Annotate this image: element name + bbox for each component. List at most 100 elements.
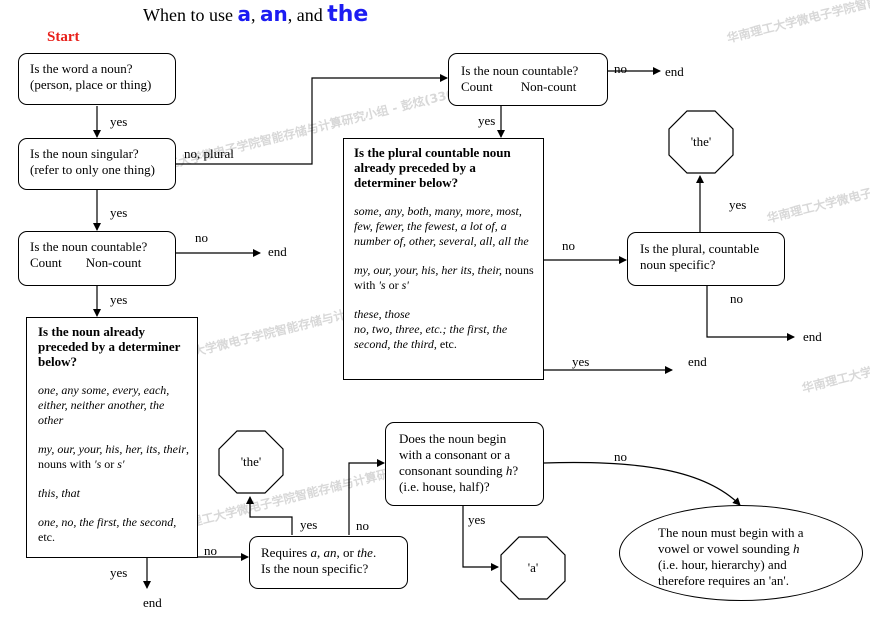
plural-determiner-question-box: Is the plural countable noun already pre… bbox=[343, 138, 544, 380]
determiner-list-2-s2: s' bbox=[117, 457, 125, 471]
determiner-list-4-rest: etc. bbox=[38, 530, 55, 544]
singular-question-line2: (refer to only one thing) bbox=[30, 162, 155, 177]
singular-question-line1: Is the noun singular? bbox=[30, 146, 139, 161]
requires-question-box: Requires a, an, or the. Is the noun spec… bbox=[249, 536, 408, 589]
label-yes: yes bbox=[468, 512, 486, 527]
the-stop-top-label: 'the' bbox=[690, 134, 712, 149]
label-end: end bbox=[665, 64, 684, 79]
label-yes: yes bbox=[110, 114, 128, 129]
label-yes: yes bbox=[572, 354, 590, 369]
singular-question-box: Is the noun singular? (refer to only one… bbox=[18, 138, 176, 190]
label-no: no bbox=[195, 230, 208, 245]
plural-list-1: some, any, both, many, more, most, few, … bbox=[354, 204, 529, 248]
title-an: an bbox=[259, 2, 288, 26]
plural-list-2-s2: s' bbox=[401, 278, 409, 292]
plural-list-2-s: 's bbox=[378, 278, 386, 292]
vowel-line2: vowel or vowel sounding bbox=[658, 541, 794, 556]
title-sep: , and bbox=[287, 5, 328, 25]
vowel-line4: therefore requires an 'an'. bbox=[658, 573, 790, 588]
vowel-note-ellipse: The noun must begin with a vowel or vowe… bbox=[619, 505, 863, 601]
noun-question-line2: (person, place or thing) bbox=[30, 77, 152, 92]
arrow-consonant-no-vowel bbox=[543, 461, 741, 506]
consonant-question-box: Does the noun begin with a consonant or … bbox=[385, 422, 544, 506]
determiner-list-1: one, any some, every, each, either, neit… bbox=[38, 383, 170, 427]
requires-an: an bbox=[323, 545, 337, 560]
noun-question-box: Is the word a noun? (person, place or th… bbox=[18, 53, 176, 105]
plural-list-2-rest: nouns with bbox=[354, 263, 534, 292]
countable-question-box: Is the noun countable? Count Non-count bbox=[18, 231, 176, 286]
the-stop-top: 'the' bbox=[668, 110, 734, 174]
label-no-plural: no, plural bbox=[184, 146, 234, 161]
title-the: the bbox=[327, 2, 369, 27]
a-stop-label: 'a' bbox=[527, 560, 539, 575]
page-title: When to use a, an, and the bbox=[143, 2, 368, 27]
label-end: end bbox=[688, 354, 707, 369]
label-end: end bbox=[143, 595, 162, 610]
plural-specific-line1: Is the plural, countable bbox=[640, 241, 760, 256]
consonant-line2: with a consonant or a bbox=[399, 447, 511, 462]
label-yes: yes bbox=[478, 113, 496, 128]
middle-countable-line1: Is the noun countable? bbox=[461, 63, 579, 78]
label-yes: yes bbox=[300, 517, 318, 532]
plural-list-3: these, those bbox=[354, 307, 410, 321]
plural-specific-line2: noun specific? bbox=[640, 257, 716, 272]
count-label: Count bbox=[30, 255, 62, 270]
label-yes: yes bbox=[110, 205, 128, 220]
determiner-list-2-or: or bbox=[101, 457, 118, 471]
label-end: end bbox=[803, 329, 822, 344]
noun-question-line1: Is the word a noun? bbox=[30, 61, 133, 76]
label-yes: yes bbox=[110, 565, 128, 580]
label-no: no bbox=[204, 543, 217, 558]
requires-line2: Is the noun specific? bbox=[261, 561, 369, 576]
vowel-line3: (i.e. hour, hierarchy) and bbox=[658, 557, 787, 572]
middle-noncount-label: Non-count bbox=[520, 79, 577, 94]
the-stop-bottom: 'the' bbox=[218, 430, 284, 494]
determiner-list-2-italic: my, our, your, his, her, its, their bbox=[38, 442, 187, 456]
plural-list-2-italic: my, our, your, his, her its, their, bbox=[354, 263, 503, 277]
plural-list-2-or: or bbox=[385, 278, 402, 292]
determiner-list-4-italic: one, no, the first, the second, bbox=[38, 515, 177, 529]
label-no: no bbox=[730, 291, 743, 306]
consonant-line1: Does the noun begin bbox=[399, 431, 507, 446]
requires-text: Requires bbox=[261, 545, 311, 560]
arrow-specific-no-end bbox=[706, 286, 795, 341]
the-stop-bottom-label: 'the' bbox=[240, 454, 262, 469]
determiner-list-2-rest: , nouns with bbox=[38, 442, 190, 471]
determiner-question-box: Is the noun already preceded by a determ… bbox=[26, 317, 198, 558]
requires-sep: , or bbox=[336, 545, 358, 560]
consonant-line4: (i.e. house, half)? bbox=[399, 479, 490, 494]
noncount-label: Non-count bbox=[85, 255, 142, 270]
countable-question-line1: Is the noun countable? bbox=[30, 239, 148, 254]
consonant-line3: consonant sounding bbox=[399, 463, 506, 478]
arrow-requires-no-consonant bbox=[348, 459, 385, 535]
consonant-line3-q: ? bbox=[512, 463, 519, 478]
start-label: Start bbox=[47, 29, 80, 45]
plural-list-4-rest: etc. bbox=[436, 337, 457, 351]
plural-specific-question-box: Is the plural, countable noun specific? bbox=[627, 232, 785, 286]
vowel-line1: The noun must begin with a bbox=[658, 525, 804, 540]
requires-sep: , bbox=[316, 545, 324, 560]
label-no: no bbox=[562, 238, 575, 253]
label-no: no bbox=[614, 449, 627, 464]
determiner-question-heading: Is the noun already preceded by a determ… bbox=[38, 324, 181, 369]
title-prefix: When to use bbox=[143, 5, 238, 25]
label-end: end bbox=[268, 244, 287, 259]
middle-count-label: Count bbox=[461, 79, 493, 94]
label-no: no bbox=[356, 518, 369, 533]
label-yes: yes bbox=[110, 292, 128, 307]
middle-countable-question-box: Is the noun countable? Count Non-count bbox=[448, 53, 608, 106]
consonant-line3-h: h bbox=[505, 463, 513, 478]
plural-question-heading: Is the plural countable noun already pre… bbox=[354, 145, 511, 190]
arrow-requires-yes-the bbox=[246, 496, 293, 535]
arrow-plural-to-middle bbox=[176, 74, 448, 165]
plural-list-4-italic: no, two, three, etc.; the first, the sec… bbox=[354, 322, 508, 351]
label-no: no bbox=[614, 61, 627, 76]
determiner-list-3: this, that bbox=[38, 486, 81, 500]
arrow-consonant-yes-a bbox=[462, 505, 499, 571]
requires-period: . bbox=[372, 545, 377, 560]
title-a: a bbox=[237, 2, 251, 26]
a-stop: 'a' bbox=[500, 536, 566, 600]
label-yes: yes bbox=[729, 197, 747, 212]
requires-the: the bbox=[357, 545, 373, 560]
